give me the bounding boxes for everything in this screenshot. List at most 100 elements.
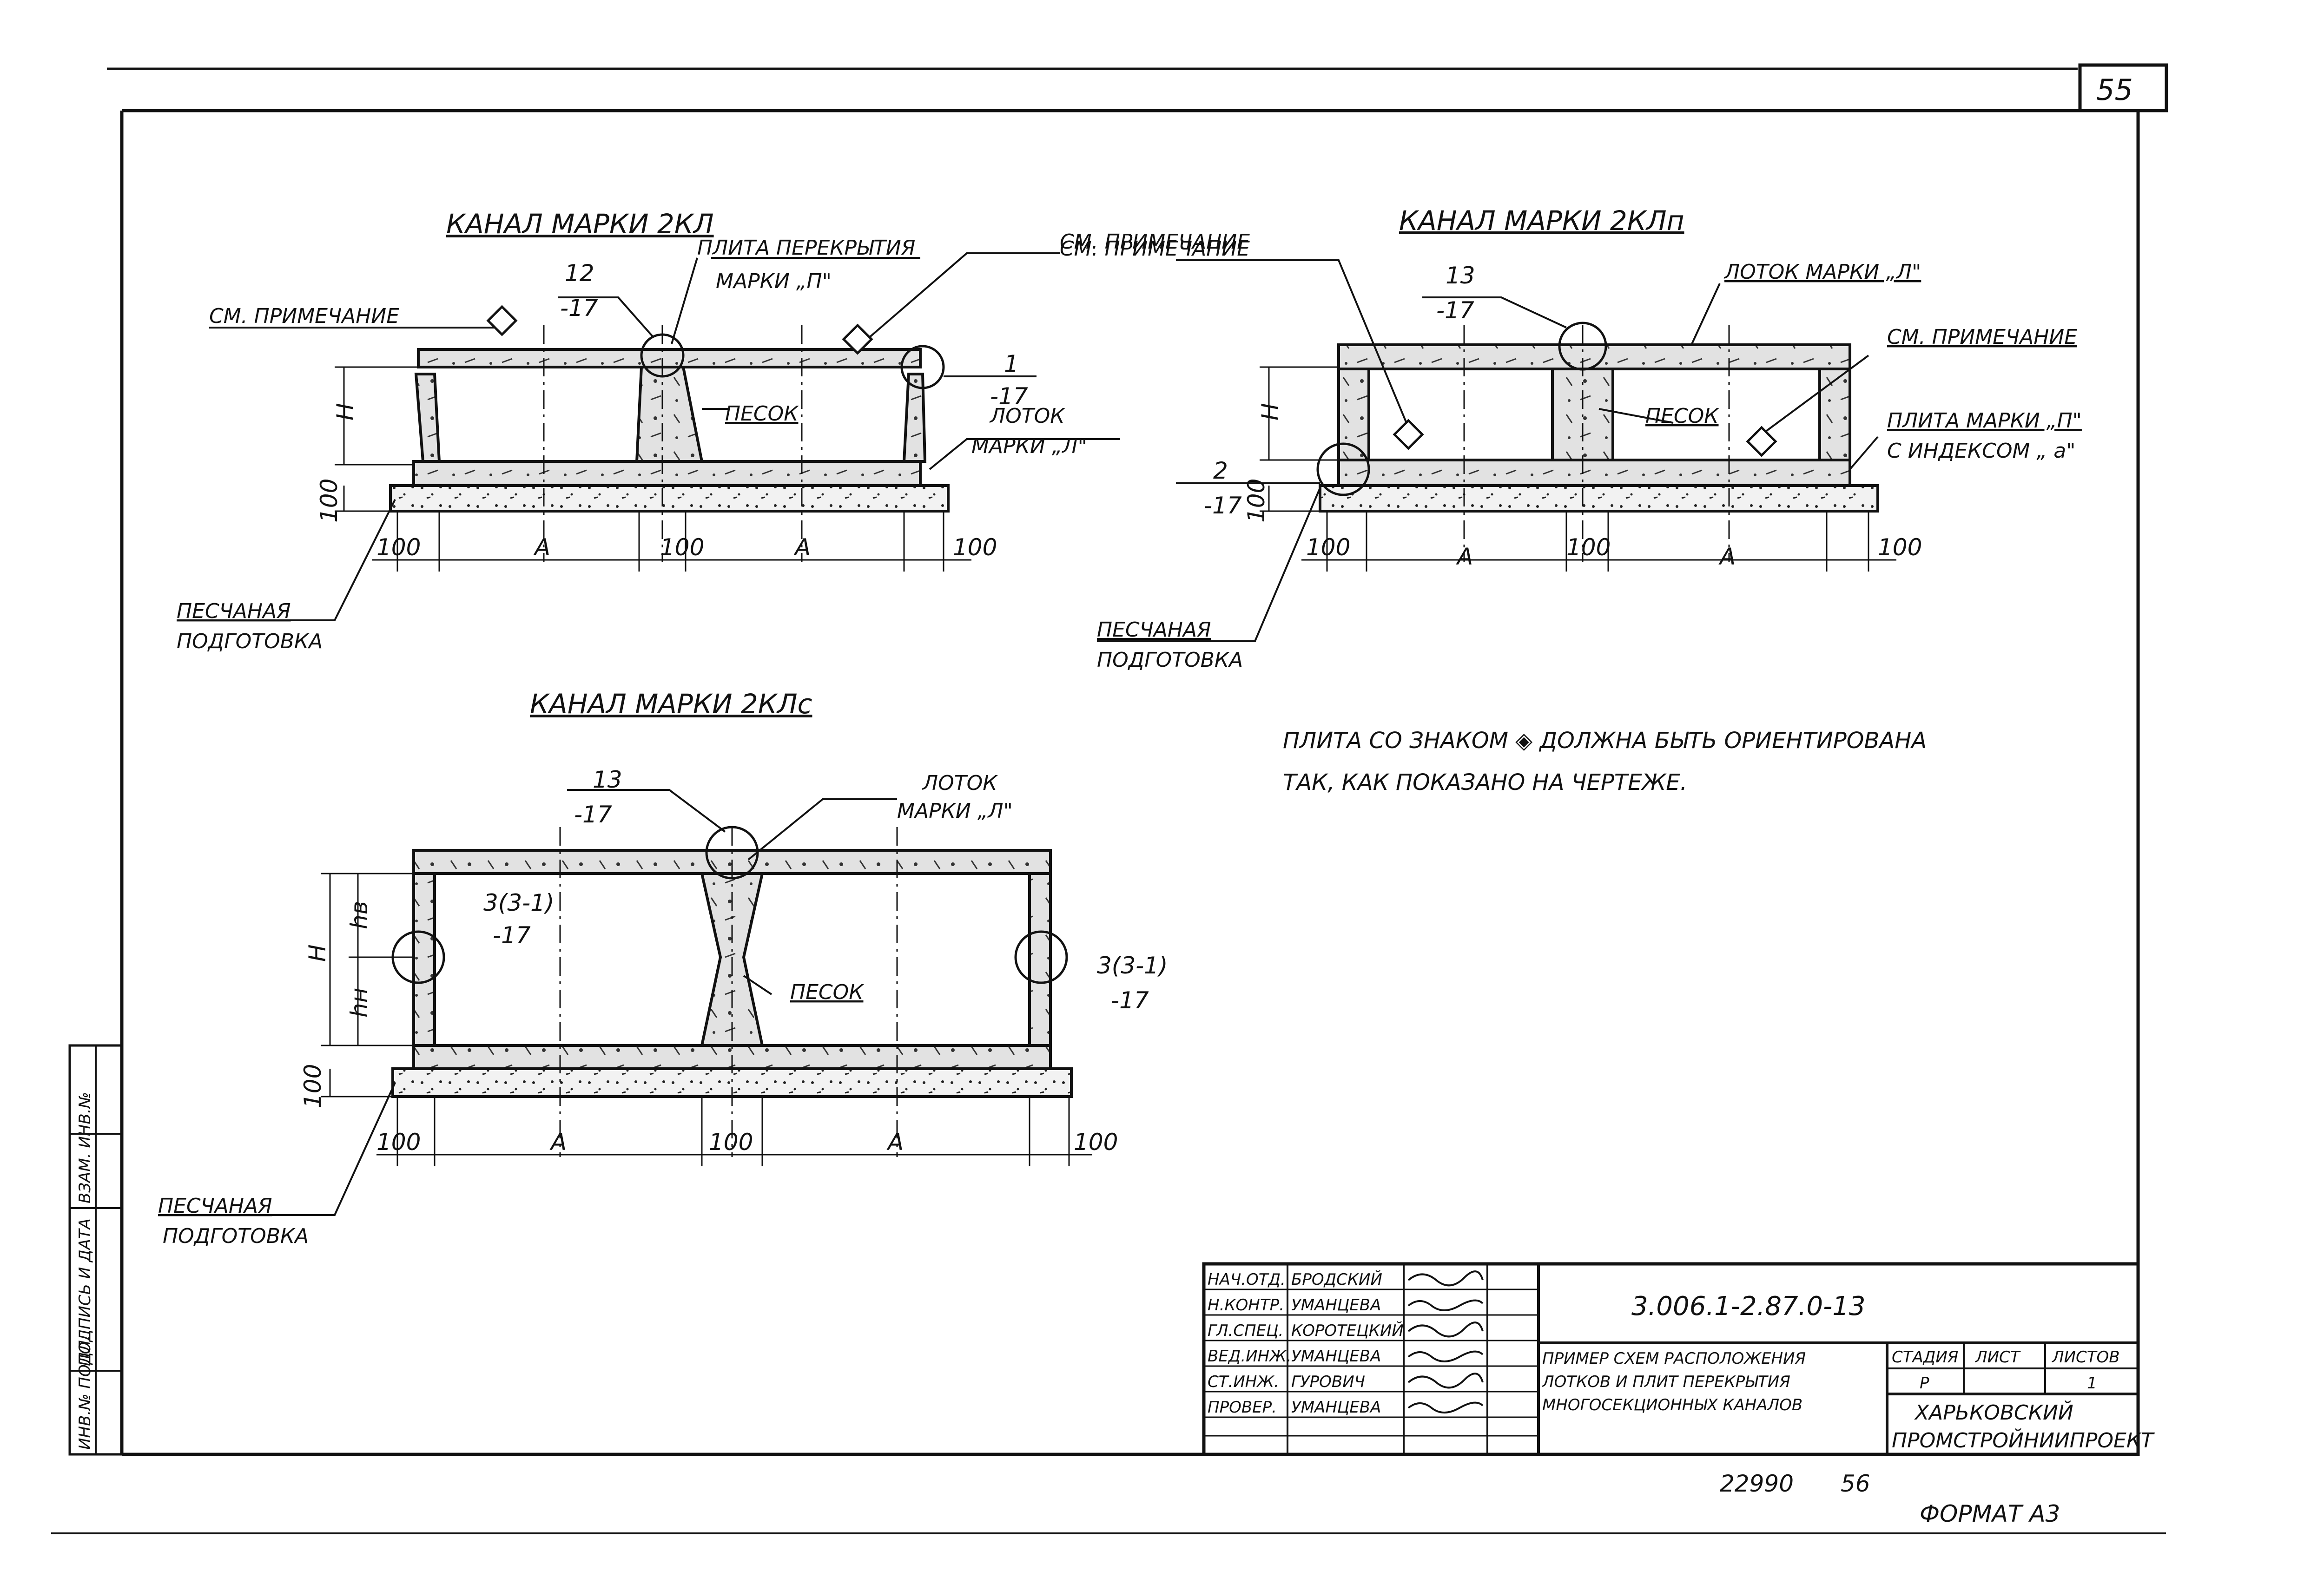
inventory-number: 22990 <box>1720 1470 1794 1497</box>
label-bed-2: ПОДГОТОВКА <box>177 630 323 653</box>
stamp-inv: ИНВ.№ ПОДЛ. <box>76 1335 94 1450</box>
section-2kl: КАНАЛ МАРКИ 2КЛ <box>177 208 1120 621</box>
tb-role-3: ВЕД.ИНЖ. <box>1208 1347 1292 1366</box>
detail-13-bottom: -17 <box>1436 297 1474 324</box>
tb-desc-3: МНОГОСЕКЦИОННЫХ КАНАЛОВ <box>1542 1396 1802 1414</box>
see-note-left: СМ. ПРИМЕЧАНИЕ <box>209 304 399 328</box>
tb-desc-1: ПРИМЕР СХЕМ РАСПОЛОЖЕНИЯ <box>1542 1349 1806 1368</box>
tb-stage-v: Р <box>1920 1374 1929 1393</box>
label-bed-klp-1: ПЕСЧАНАЯ <box>1097 618 1211 642</box>
label-sand: ПЕСОК <box>725 402 799 426</box>
tb-role-5: ПРОВЕР. <box>1208 1398 1277 1417</box>
tb-sheets-h: ЛИСТОВ <box>2051 1348 2120 1367</box>
title-2klp: КАНАЛ МАРКИ 2КЛп <box>1399 205 1684 237</box>
tb-stage-h: СТАДИЯ <box>1892 1348 1958 1367</box>
see-note-top: СМ. ПРИМЕЧАНИЕ <box>1060 230 1250 254</box>
tb-code: 3.006.1-2.87.0-13 <box>1631 1291 1866 1321</box>
tb-role-1: Н.КОНТР. <box>1208 1296 1284 1315</box>
tb-name-4: ГУРОВИЧ <box>1291 1373 1365 1391</box>
dim-100-left-klp: 100 <box>1306 534 1350 561</box>
detail-13-top: 13 <box>1446 262 1475 289</box>
dim-100-vert: 100 <box>316 479 343 523</box>
dim-100-right-c: 100 <box>1074 1129 1118 1156</box>
stamp-sign: ПОДПИСЬ И ДАТА <box>76 1218 94 1366</box>
dim-a2-klp: A <box>1718 543 1736 570</box>
dim-100-mid: 100 <box>660 534 704 561</box>
tb-role-2: ГЛ.СПЕЦ. <box>1208 1321 1283 1340</box>
sheet-number: 55 <box>2096 73 2133 107</box>
node-left-bottom: -17 <box>493 922 531 949</box>
label-tray: ЛОТОК МАРКИ „Л" <box>1723 260 1921 284</box>
label-slab-klp-1: ПЛИТА МАРКИ „П" <box>1887 409 2082 433</box>
label-bed-c-2: ПОДГОТОВКА <box>163 1224 309 1248</box>
note-line-2: ТАК, КАК ПОКАЗАНО НА ЧЕРТЕЖЕ. <box>1283 769 1687 795</box>
inventory-suffix: 56 <box>1841 1470 1870 1497</box>
detail-13c-bottom: -17 <box>574 801 612 828</box>
detail-12-bottom: -17 <box>560 295 598 322</box>
tb-name-5: УМАНЦЕВА <box>1291 1398 1381 1417</box>
dim-h-c: H <box>304 944 331 962</box>
dim-100-mid-klp: 100 <box>1566 534 1611 561</box>
see-note-klp: СМ. ПРИМЕЧАНИЕ <box>1060 237 1250 261</box>
dim-100-mid-c: 100 <box>709 1129 753 1156</box>
section-2klp: КАНАЛ МАРКИ 2КЛп <box>1097 205 1896 642</box>
label-bed-1: ПЕСЧАНАЯ <box>177 599 291 623</box>
label-bed-c-1: ПЕСЧАНАЯ <box>158 1194 272 1218</box>
dim-hn: hн <box>346 988 373 1018</box>
detail-2-top: 2 <box>1213 457 1228 484</box>
label-tray-1: ЛОТОК <box>989 404 1065 428</box>
detail-12-top: 12 <box>565 260 594 287</box>
dim-a2: A <box>793 534 811 561</box>
label-tray-2: МАРКИ „Л" <box>971 434 1087 458</box>
dim-hv: hв <box>346 901 373 929</box>
tb-name-0: БРОДСКИЙ <box>1291 1270 1382 1289</box>
dim-a1: A <box>533 534 550 561</box>
node-left-top: 3(3-1) <box>483 889 555 916</box>
tb-sheets-v: 1 <box>2087 1374 2097 1393</box>
tb-name-3: УМАНЦЕВА <box>1291 1347 1381 1366</box>
label-sand-c: ПЕСОК <box>790 980 864 1004</box>
detail-1-bottom: -17 <box>990 383 1028 410</box>
dim-100-right: 100 <box>953 534 997 561</box>
section-2klc: КАНАЛ МАРКИ 2КЛс <box>158 688 1092 1216</box>
label-tray-c-1: ЛОТОК <box>922 771 998 795</box>
detail-1-top: 1 <box>1004 350 1019 377</box>
tb-role-4: СТ.ИНЖ. <box>1208 1373 1279 1391</box>
dim-a2-c: A <box>886 1129 904 1156</box>
dim-h-klp: H <box>1257 403 1284 421</box>
label-bed-klp-2: ПОДГОТОВКА <box>1097 648 1243 672</box>
label-tray-c-2: МАРКИ „Л" <box>897 799 1013 823</box>
label-slab-1: ПЛИТА ПЕРЕКРЫТИЯ <box>697 236 915 260</box>
side-stamp <box>68 1044 123 1456</box>
dim-100-vert-c: 100 <box>299 1064 326 1108</box>
tb-org-1: ХАРЬКОВСКИЙ <box>1914 1400 2073 1425</box>
stamp-replace: ВЗАМ. ИНВ.№ <box>76 1092 94 1203</box>
dim-100-left: 100 <box>376 534 421 561</box>
label-slab-klp-2: С ИНДЕКСОМ „ а" <box>1887 439 2075 463</box>
note-line-1: ПЛИТА СО ЗНАКОМ ◈ ДОЛЖНА БЫТЬ ОРИЕНТИРОВ… <box>1283 728 1927 754</box>
tb-sheet-h: ЛИСТ <box>1974 1348 2021 1367</box>
node-right-bottom: -17 <box>1111 987 1149 1014</box>
title-2klc: КАНАЛ МАРКИ 2КЛс <box>530 688 812 720</box>
tb-role-0: НАЧ.ОТД. <box>1208 1270 1286 1289</box>
label-sand-klp: ПЕСОК <box>1645 404 1719 428</box>
dim-h: H <box>332 403 359 421</box>
dim-a1-klp: A <box>1456 543 1473 570</box>
title-block <box>1202 1262 2140 1456</box>
dim-100-right-klp: 100 <box>1878 534 1922 561</box>
title-2kl: КАНАЛ МАРКИ 2КЛ <box>446 208 714 240</box>
detail-13c-top: 13 <box>593 766 622 793</box>
dim-100-vert-klp: 100 <box>1243 479 1270 523</box>
see-note-klp-right: СМ. ПРИМЕЧАНИЕ <box>1887 325 2077 349</box>
tb-name-2: КОРОТЕЦКИЙ <box>1291 1321 1404 1340</box>
tb-desc-2: ЛОТКОВ И ПЛИТ ПЕРЕКРЫТИЯ <box>1541 1373 1790 1391</box>
tb-org-2: ПРОМСТРОЙНИИПРОЕКТ <box>1892 1428 2155 1453</box>
dim-100-left-c: 100 <box>376 1129 421 1156</box>
node-right-top: 3(3-1) <box>1097 952 1168 979</box>
format-label: ФОРМАТ А3 <box>1920 1500 2060 1527</box>
tb-name-1: УМАНЦЕВА <box>1291 1296 1381 1315</box>
label-slab-2: МАРКИ „П" <box>716 270 832 293</box>
detail-2-bottom: -17 <box>1204 492 1242 519</box>
dim-a1-c: A <box>549 1129 567 1156</box>
